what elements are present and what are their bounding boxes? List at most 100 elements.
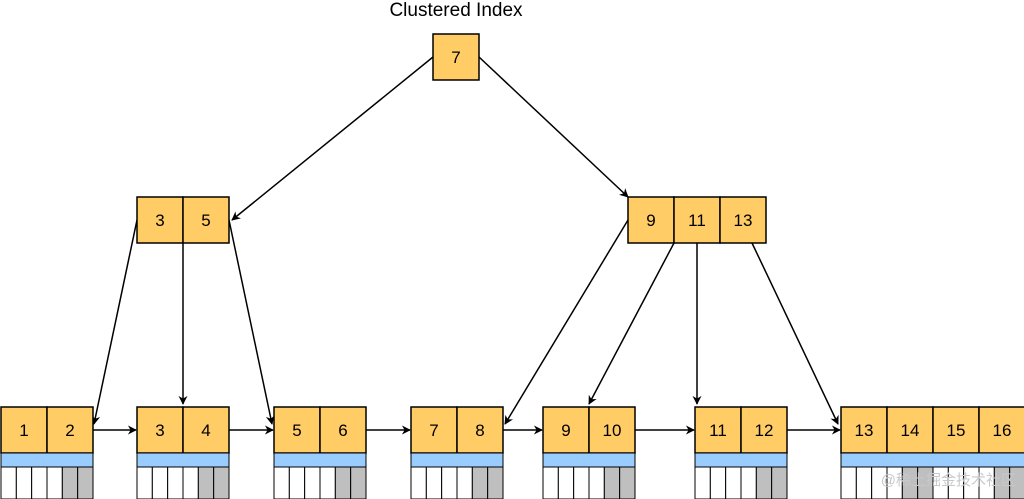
row-cell [197,466,215,499]
key-cell [694,406,742,454]
pointer-strip [840,452,1024,468]
leaf-node-7: 13 14 15 16 [840,406,1024,499]
row-cell [557,466,575,499]
row-cell [603,466,621,499]
row-cell [151,466,169,499]
row-cell [319,466,336,499]
key-cell [840,406,888,454]
leaf-node-5: 9 10 [542,406,636,499]
row-cell [588,466,605,499]
row-cell [441,466,458,499]
key-label: 7 [451,48,460,67]
pointer-strip [542,452,636,468]
arrow-root-left [231,56,434,221]
row-cell [725,466,742,499]
row-cell [167,466,184,499]
key-cell [410,406,458,454]
row-cell [136,466,153,499]
row-cell [273,466,290,499]
pointer-strip [410,452,504,468]
key-cell [886,406,934,454]
row-cell [755,466,773,499]
key-cell [740,406,788,454]
row-cell [1009,466,1024,499]
key-label: 8 [475,421,484,440]
key-label: 7 [429,421,438,440]
diagram-title: Clustered Index [389,0,523,21]
row-cell [840,466,857,499]
row-cell [0,466,17,499]
key-label: 13 [855,421,874,440]
row-cell [619,466,636,499]
key-label: 10 [603,421,622,440]
pointer-strip [273,452,367,468]
arrow-13-to-leaf-7 [751,242,839,425]
key-label: 16 [993,421,1012,440]
pointer-strip [0,452,94,468]
pointer-strip [136,452,230,468]
row-cell [487,466,504,499]
key-label: 2 [65,421,74,440]
arrow-11-to-leaf-5 [588,242,675,405]
key-label: 6 [338,421,347,440]
row-cell [709,466,727,499]
key-cell [319,406,367,454]
row-cell [350,466,367,499]
row-cell [573,466,590,499]
row-cell [771,466,788,499]
pointer-strip [694,452,788,468]
row-cell [471,466,489,499]
key-cell [978,406,1024,454]
key-cell [182,196,230,244]
row-cell [61,466,79,499]
key-label: 5 [201,211,210,230]
row-cell [15,466,33,499]
row-cell [288,466,306,499]
key-label: 15 [947,421,966,440]
key-label: 11 [709,421,727,440]
key-label: 9 [561,421,570,440]
row-cell [425,466,443,499]
watermark: @稀土掘金技术社区 [880,472,1016,489]
arrow-3-5-to-leaf-3 [228,219,275,425]
row-cell [694,466,711,499]
row-cell [46,466,63,499]
arrow-3-5-to-leaf-1 [91,219,138,425]
key-label: 5 [292,421,301,440]
row-cell [855,466,873,499]
key-label: 3 [155,211,164,230]
arrow-9-to-leaf-4 [504,219,629,425]
row-cell [542,466,559,499]
row-cell [31,466,48,499]
key-cell [432,33,480,81]
row-cell [740,466,757,499]
key-label: 11 [688,211,706,230]
key-cell [932,406,980,454]
row-cell [410,466,427,499]
key-cell [627,196,675,244]
key-label: 14 [901,421,920,440]
root-node: 7 [432,33,480,81]
key-cell [0,406,48,454]
arrow-root-right [478,56,629,198]
row-cell [334,466,352,499]
key-label: 4 [201,421,210,440]
row-cell [77,466,94,499]
key-label: 1 [19,421,28,440]
row-cell [182,466,199,499]
key-cell [542,406,590,454]
row-cell [456,466,473,499]
key-label: 12 [755,421,774,440]
row-cell [213,466,230,499]
key-cell [456,406,504,454]
key-cell [182,406,230,454]
key-cell [588,406,636,454]
key-label: 13 [734,211,753,230]
